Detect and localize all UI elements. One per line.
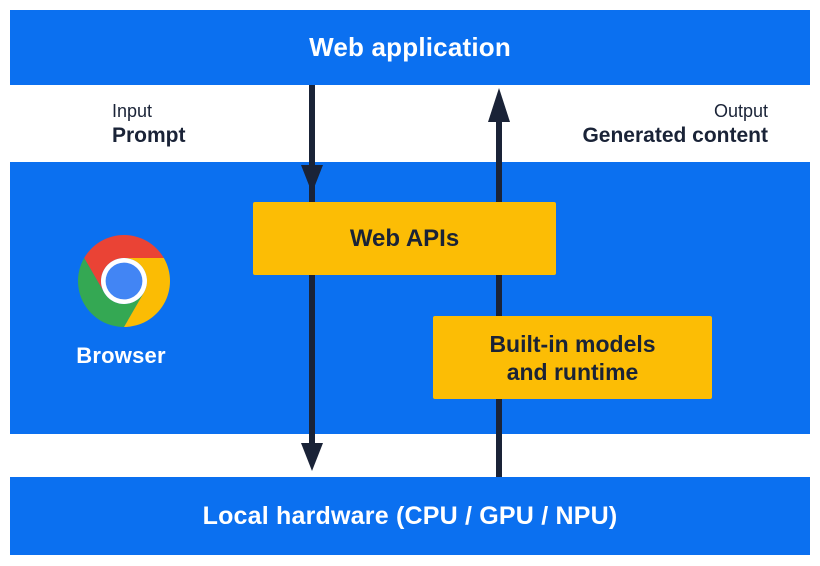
- browser-label: Browser: [76, 343, 166, 368]
- web-application-label: Web application: [309, 32, 511, 62]
- builtin-models-label-line2: and runtime: [506, 358, 639, 385]
- generated-content-label: Generated content: [582, 124, 768, 147]
- chrome-logo-icon: [78, 235, 170, 327]
- local-hardware-label: Local hardware (CPU / GPU / NPU): [202, 501, 618, 530]
- builtin-models-label-line1: Built-in models: [489, 330, 656, 357]
- output-caption: Output: [713, 101, 768, 121]
- chrome-logo-yellow-segment: [124, 258, 170, 327]
- chrome-logo-red-segment: [84, 235, 164, 293]
- arrow-down-icon: [301, 165, 323, 193]
- local-hardware-band: Local hardware (CPU / GPU / NPU): [10, 477, 810, 555]
- input-label-group: Input Prompt: [112, 100, 186, 148]
- web-application-band: Web application: [10, 10, 810, 85]
- output-flow-line: [496, 122, 502, 477]
- chrome-logo-blue-center: [105, 262, 143, 300]
- output-label-group: Output Generated content: [582, 100, 768, 148]
- web-apis-label: Web APIs: [349, 224, 460, 252]
- arrow-down-icon: [301, 443, 323, 471]
- web-apis-box: Web APIs: [253, 202, 556, 275]
- chrome-logo-green-segment: [78, 258, 144, 327]
- builtin-models-box: Built-in models and runtime: [433, 316, 712, 399]
- prompt-label: Prompt: [112, 124, 186, 147]
- input-caption: Input: [112, 101, 153, 121]
- arrow-up-icon: [488, 88, 510, 122]
